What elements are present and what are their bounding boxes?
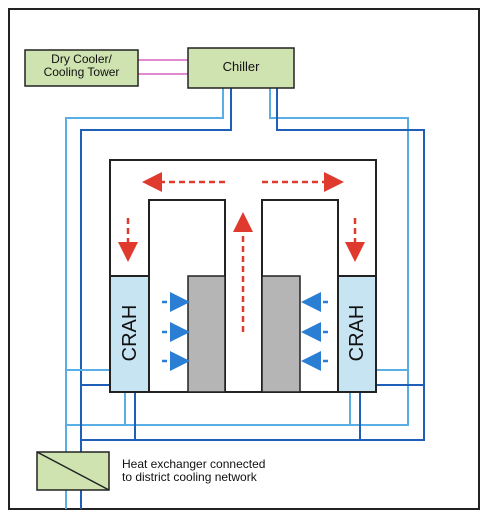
heat-exchanger-diagonal — [36, 451, 110, 491]
crah-left-unit — [109, 275, 150, 393]
heat-exchanger-label: Heat exchanger connected to district coo… — [122, 457, 382, 485]
dry-cooler-label: Dry Cooler/ Cooling Tower — [25, 52, 138, 80]
dry-cooler-label-line1: Dry Cooler/ — [51, 52, 112, 66]
crah-left-label: CRAH — [119, 304, 141, 362]
chiller-box — [187, 47, 295, 89]
condenser-pipes — [138, 59, 188, 75]
server-rack-right — [261, 275, 301, 393]
dry-cooler-label-line2: Cooling Tower — [43, 65, 120, 80]
server-rack-left — [187, 275, 226, 393]
hot-air-flow — [118, 172, 365, 332]
chilled-water-pipes — [65, 88, 425, 509]
dry-cooler-box — [24, 49, 139, 87]
crah-right-unit — [337, 275, 377, 393]
heat-exchanger-label-line1: Heat exchanger connected — [122, 457, 266, 471]
heat-exchanger-label-line2: to district cooling network — [122, 470, 257, 485]
crah-right-label: CRAH — [346, 304, 368, 362]
chiller-label: Chiller — [222, 59, 260, 74]
cold-air-flow — [162, 292, 328, 371]
